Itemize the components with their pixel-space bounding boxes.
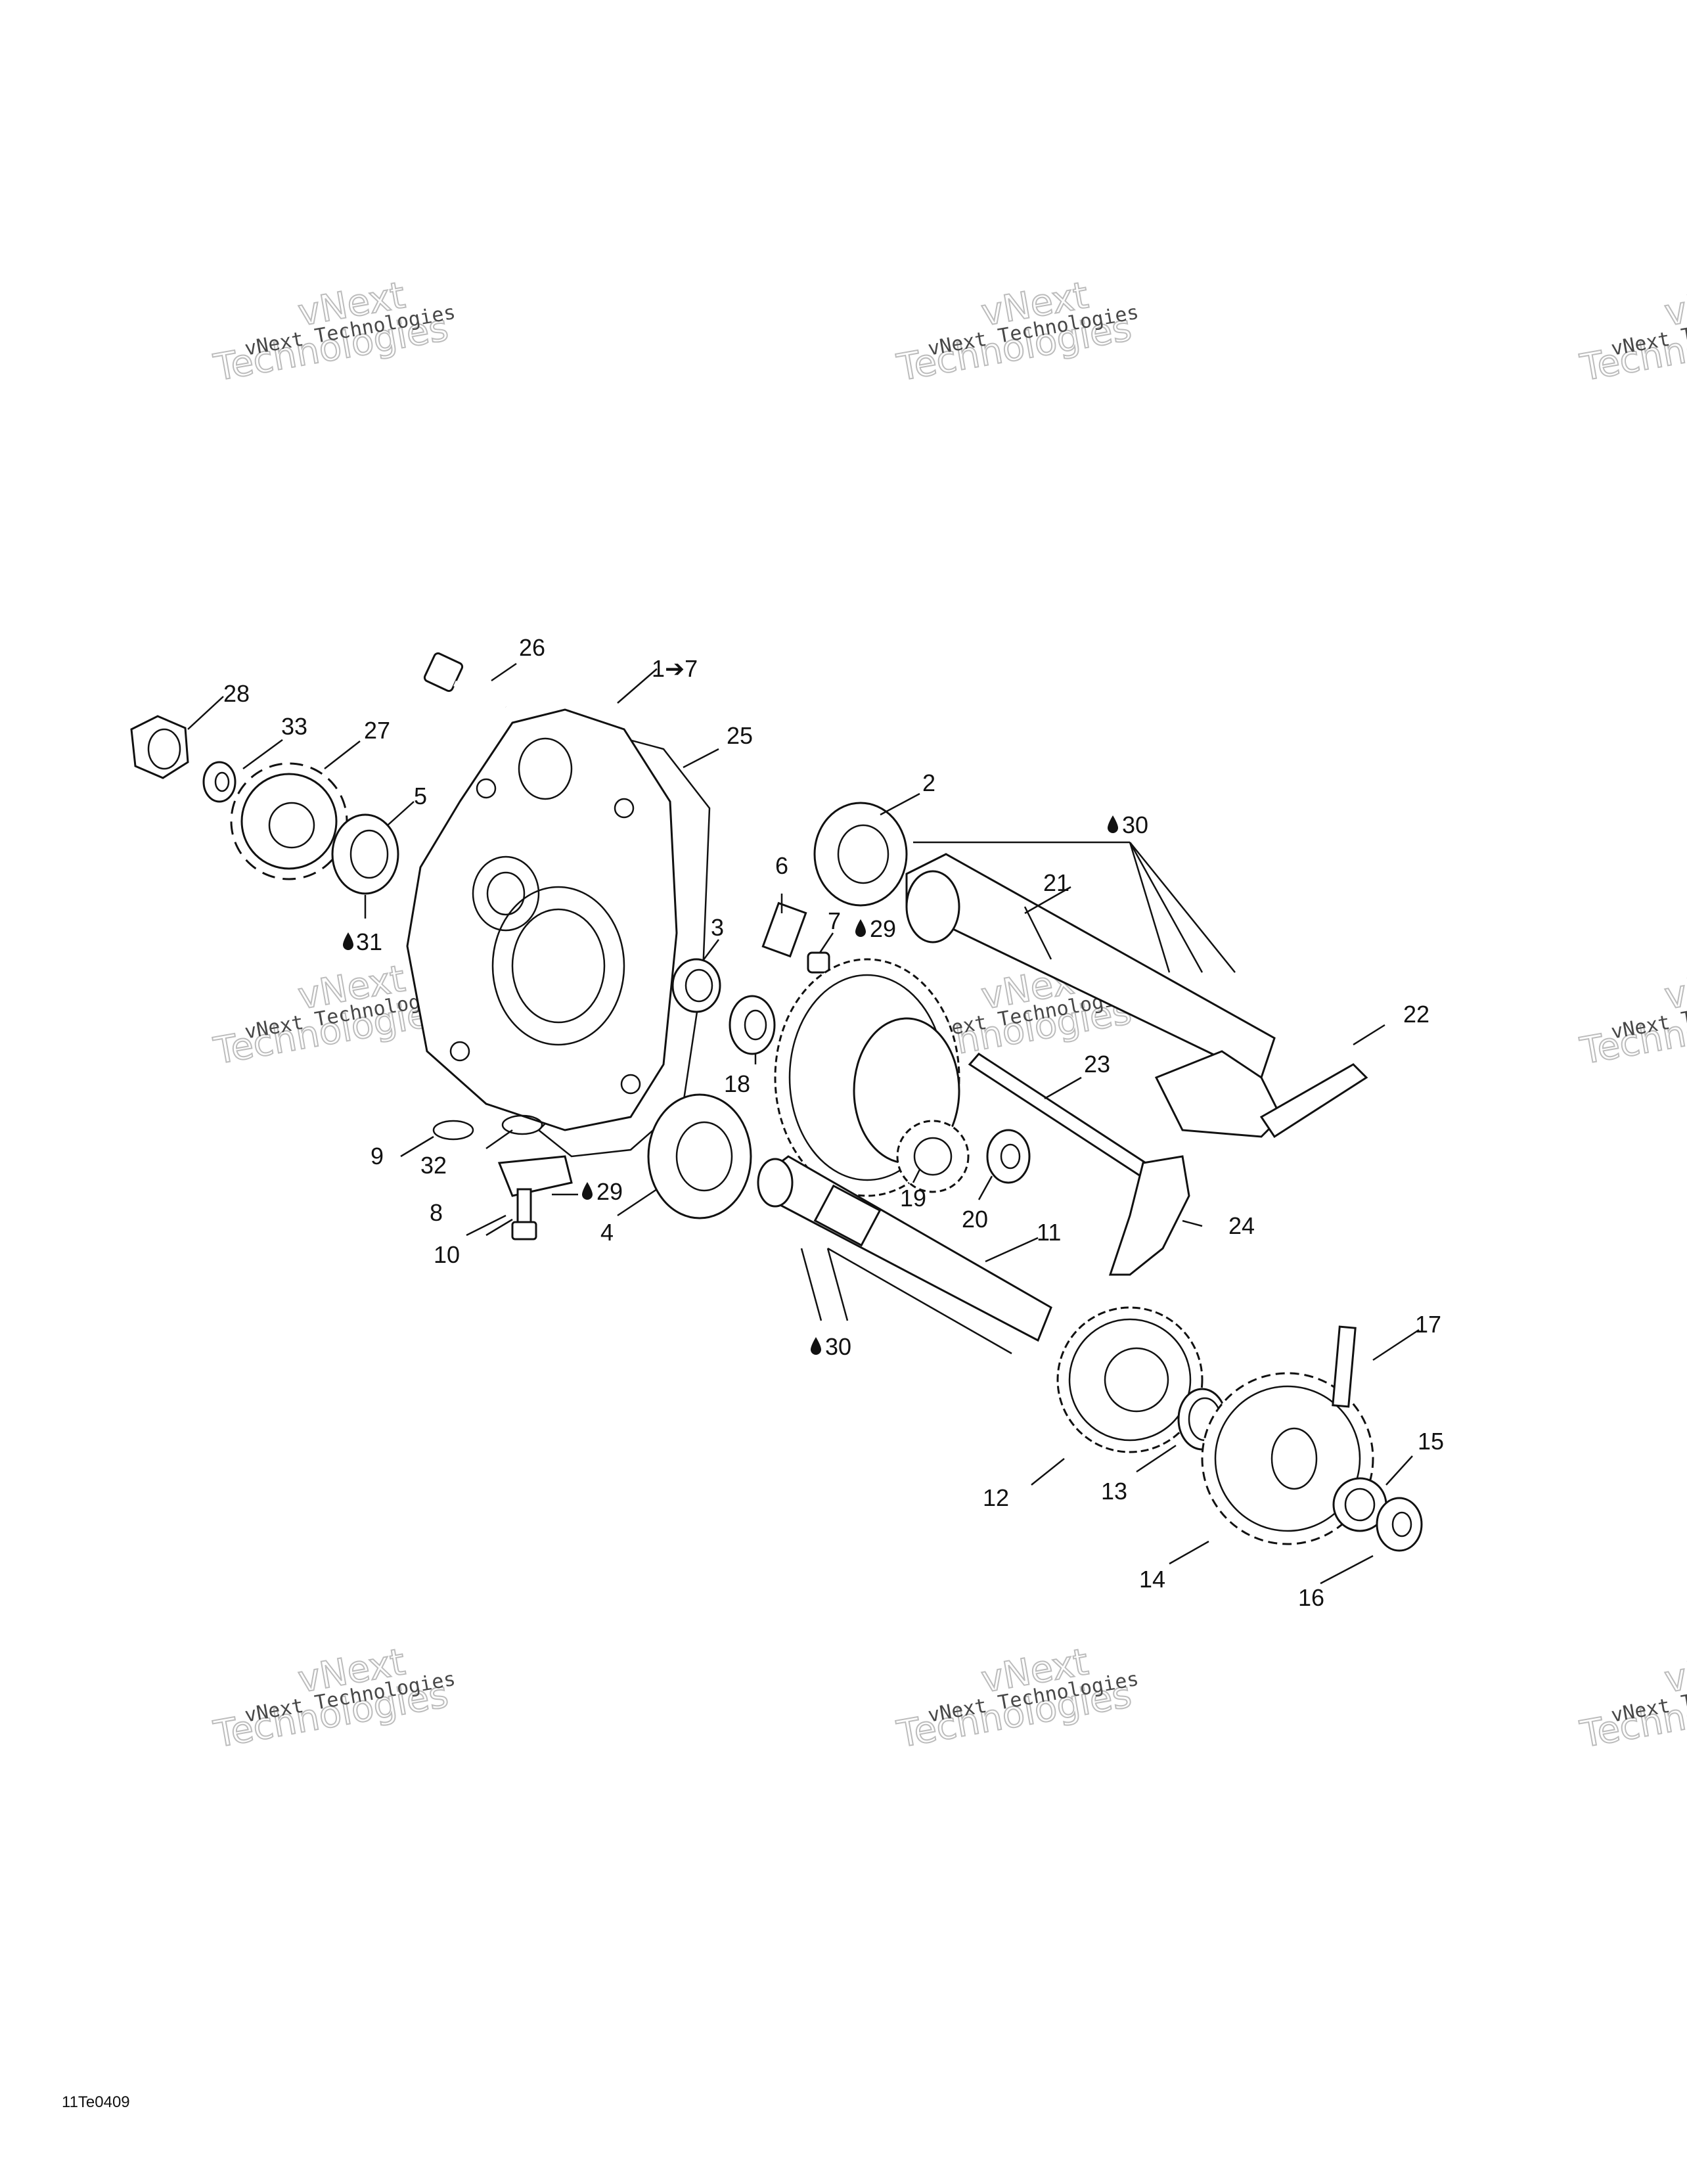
oil-drop-icon	[855, 919, 866, 937]
label-8: 8	[430, 1199, 443, 1226]
label-31: 31	[356, 928, 382, 955]
label-11: 11	[1037, 1219, 1061, 1246]
part-large-gear	[774, 958, 960, 1197]
label-24: 24	[1228, 1212, 1255, 1239]
part-7-screw	[807, 951, 830, 974]
label-19: 19	[900, 1185, 926, 1212]
part-housing-cover	[406, 708, 678, 1131]
part-10-bolt	[511, 1188, 537, 1240]
label-9: 9	[371, 1143, 384, 1170]
part-17-chain	[1332, 1325, 1357, 1408]
label-3: 3	[711, 914, 724, 941]
label-27: 27	[364, 717, 390, 744]
callout-labels: 26 1➔7 28 33 27 25 2 5 30 6 21 3 7 29 31…	[223, 634, 1444, 1611]
part-2-ball-bearing	[813, 802, 908, 907]
lube-30-bottom: 30	[811, 1333, 851, 1360]
part-27-sprocket	[230, 762, 348, 880]
part-26-bolt	[423, 652, 507, 710]
label-2: 2	[922, 769, 935, 796]
label-15: 15	[1418, 1428, 1444, 1455]
label-30a: 30	[1122, 811, 1148, 838]
part-4-ball-bearing	[647, 1093, 752, 1219]
label-6: 6	[775, 852, 788, 879]
label-25: 25	[727, 722, 753, 749]
lube-30-top: 30	[1108, 811, 1148, 838]
part-22-shift-shaft	[1154, 1050, 1368, 1139]
leader-lines	[187, 662, 1420, 1585]
part-3-needle-bearing	[671, 958, 721, 1013]
label-12: 12	[983, 1484, 1009, 1511]
label-1-7: 1➔7	[652, 655, 698, 682]
label-29b: 29	[596, 1178, 623, 1205]
oil-drop-icon	[582, 1182, 593, 1200]
figure-code: 11Te0409	[62, 2093, 130, 2111]
label-17: 17	[1415, 1311, 1441, 1338]
lube-29-top: 29	[855, 915, 896, 942]
oil-drop-icon	[343, 932, 353, 950]
part-12-gear	[1056, 1306, 1203, 1453]
part-8-plate	[497, 1155, 573, 1197]
lube-31: 31	[343, 928, 382, 955]
part-28-nut	[130, 715, 189, 779]
label-5: 5	[414, 783, 427, 809]
part-21-shaft	[905, 853, 1276, 1080]
lube-29-bottom: 29	[582, 1178, 623, 1205]
part-6-plate	[761, 901, 807, 958]
part-14-sprocket	[1201, 1372, 1374, 1545]
part-9-o-ring	[432, 1120, 474, 1141]
oil-drop-icon	[1108, 815, 1118, 833]
part-20-washer	[986, 1129, 1031, 1184]
label-13: 13	[1101, 1478, 1127, 1505]
part-18-washer	[729, 995, 776, 1055]
part-11-shaft	[757, 1155, 1052, 1342]
label-18: 18	[724, 1070, 750, 1097]
label-4: 4	[600, 1219, 614, 1246]
part-32-o-ring	[501, 1114, 543, 1135]
label-28: 28	[223, 680, 250, 707]
label-14: 14	[1139, 1566, 1165, 1593]
oil-drop-icon	[811, 1337, 821, 1355]
label-21: 21	[1043, 869, 1069, 896]
label-30b: 30	[825, 1333, 851, 1360]
part-33-lock-washer	[202, 761, 236, 803]
label-16: 16	[1298, 1584, 1324, 1611]
label-23: 23	[1084, 1051, 1110, 1078]
part-19-gear	[896, 1120, 970, 1193]
label-7: 7	[828, 907, 841, 934]
label-26: 26	[519, 634, 545, 661]
part-16-washer	[1376, 1497, 1423, 1552]
label-20: 20	[962, 1206, 988, 1233]
label-10: 10	[434, 1241, 460, 1268]
part-5-oil-seal	[331, 813, 399, 895]
label-22: 22	[1403, 1001, 1429, 1028]
label-29a: 29	[870, 915, 896, 942]
label-33: 33	[281, 713, 307, 740]
part-24-shift-fork	[1108, 1155, 1190, 1276]
label-32: 32	[420, 1152, 447, 1179]
